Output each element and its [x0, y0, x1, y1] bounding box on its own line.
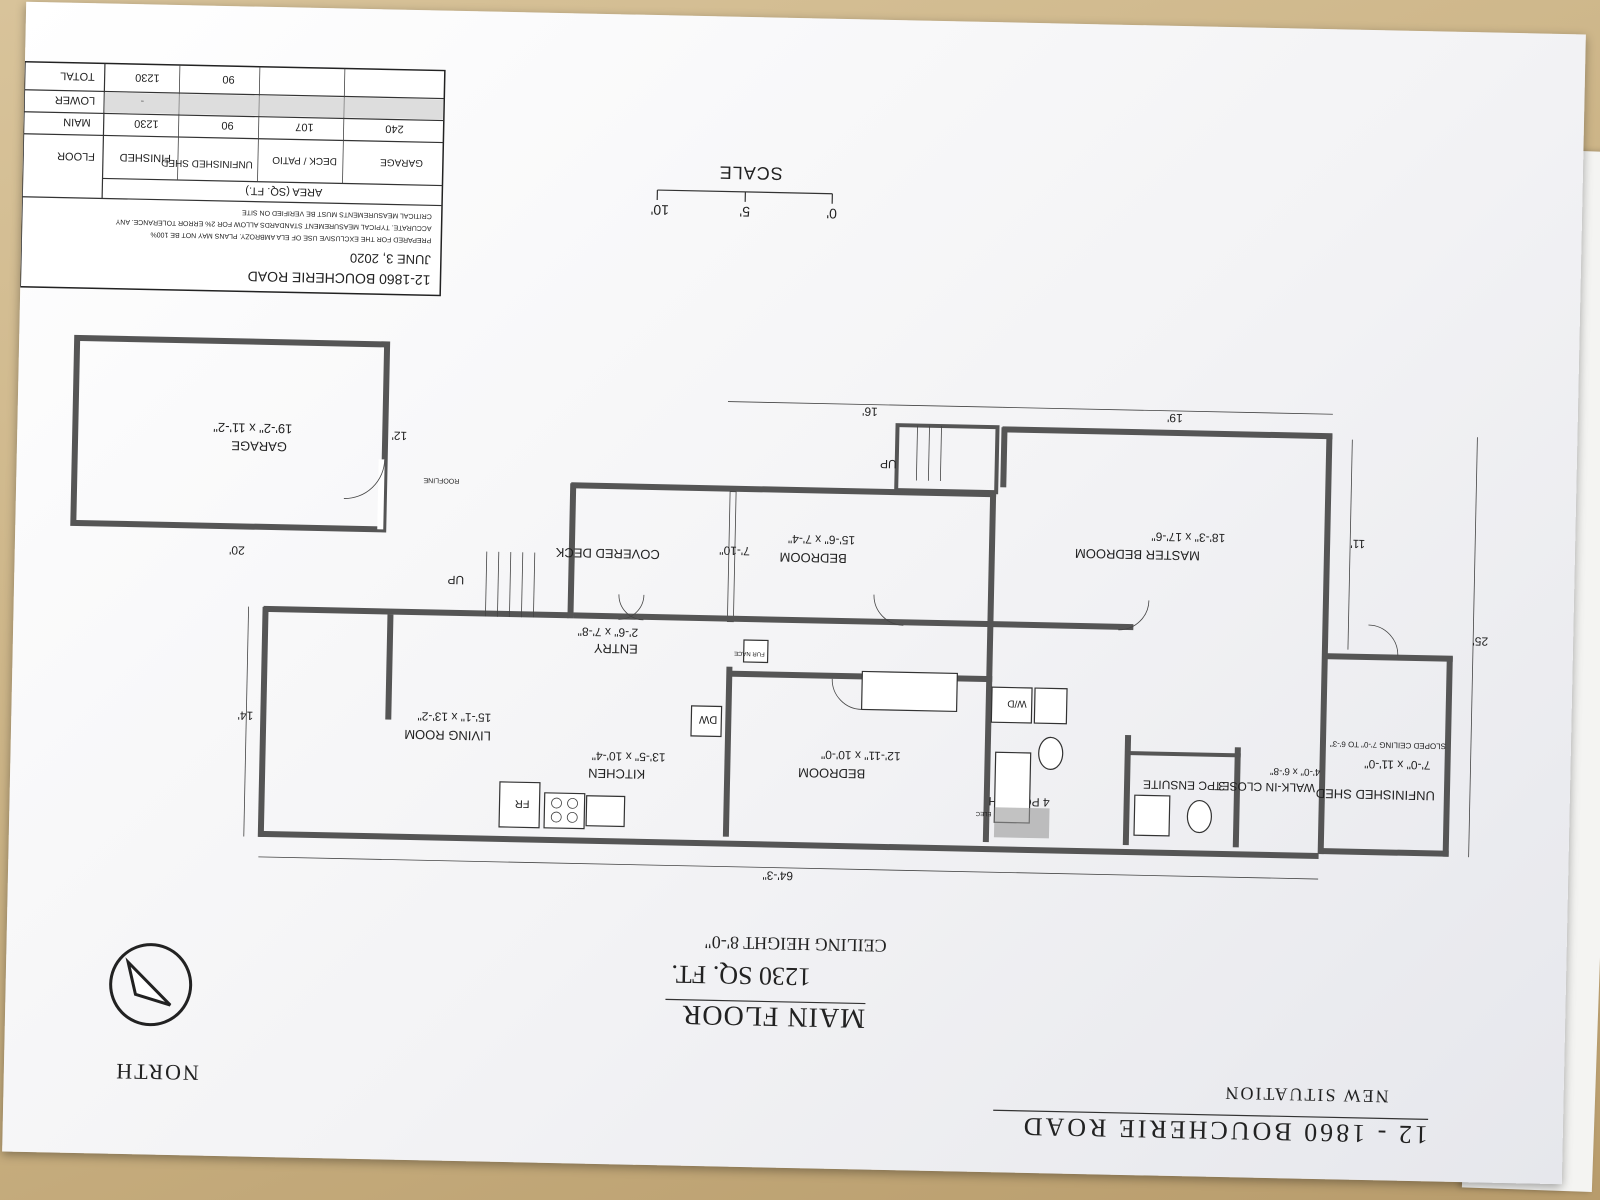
- footer-title: 12 - 1860 BOUCHERIE ROAD NEW SITUATION M…: [114, 932, 1429, 1150]
- svg-text:FUR NACE: FUR NACE: [734, 650, 765, 657]
- svg-text:20': 20': [229, 543, 245, 557]
- svg-text:FR: FR: [515, 797, 530, 809]
- svg-text:19'-2" x 11'-2": 19'-2" x 11'-2": [213, 420, 293, 437]
- svg-text:FLOOR: FLOOR: [57, 149, 95, 162]
- svg-text:16': 16': [862, 404, 878, 418]
- svg-text:240: 240: [385, 122, 404, 134]
- svg-text:15'-1" x 13'-2": 15'-1" x 13'-2": [417, 709, 491, 725]
- svg-text:UP: UP: [447, 573, 464, 587]
- floor-plan-svg: 12 - 1860 BOUCHERIE ROAD NEW SITUATION M…: [19, 61, 1488, 1150]
- title-address: 12-1860 BOUCHERIE ROAD: [247, 268, 430, 288]
- svg-text:WALK-IN CLOSET: WALK-IN CLOSET: [1213, 779, 1315, 795]
- house-walls: [257, 423, 1453, 860]
- stove-icon: [543, 792, 586, 830]
- svg-text:KITCHEN: KITCHEN: [588, 766, 645, 782]
- svg-text:UP: UP: [880, 457, 897, 471]
- svg-text:TOTAL: TOTAL: [60, 70, 95, 83]
- svg-text:UNFINISHED SHED: UNFINISHED SHED: [1316, 786, 1435, 803]
- svg-text:64'-3": 64'-3": [762, 868, 793, 883]
- total-area: 1230 SQ. FT.: [671, 960, 811, 992]
- fridge: [498, 781, 541, 829]
- svg-text:107: 107: [295, 120, 314, 132]
- svg-text:5': 5': [739, 204, 750, 220]
- svg-text:MASTER BEDROOM: MASTER BEDROOM: [1075, 546, 1200, 564]
- svg-text:COVERED DECK: COVERED DECK: [555, 545, 660, 562]
- svg-text:19': 19': [1167, 411, 1183, 425]
- svg-text:14': 14': [238, 708, 254, 722]
- svg-text:W/D: W/D: [1007, 697, 1027, 708]
- svg-text:3 PC ENSUITE: 3 PC ENSUITE: [1143, 777, 1225, 793]
- toilet-icon-ensuite: [1186, 799, 1213, 834]
- title-date: JUNE 3, 2020: [350, 251, 431, 268]
- svg-text:25': 25': [1472, 634, 1488, 648]
- dishwasher: [690, 705, 723, 738]
- svg-text:15'-6" x 7'-4": 15'-6" x 7'-4": [788, 532, 855, 547]
- svg-text:7'-10": 7'-10": [719, 543, 750, 558]
- svg-text:12': 12': [391, 429, 407, 443]
- svg-text:0': 0': [826, 206, 837, 222]
- svg-text:GARAGE: GARAGE: [231, 438, 287, 454]
- north-arrow-icon: [109, 943, 193, 1027]
- svg-text:2'-6" x 7'-8": 2'-6" x 7'-8": [578, 624, 639, 639]
- floor-plan-sheet: 12 - 1860 BOUCHERIE ROAD NEW SITUATION M…: [2, 1, 1586, 1185]
- svg-text:ENTRY: ENTRY: [593, 641, 637, 657]
- dimension-lines: 64'-3" 25' 11' 14' 19' 16' 7'-10": [238, 401, 1488, 883]
- shower-icon: [1133, 794, 1171, 837]
- scale-bar: SCALE 0' 5' 10': [651, 162, 838, 222]
- room-labels: COVERED DECK BEDROOM 15'-6" x 7'-4" MAST…: [404, 529, 1446, 809]
- svg-text:LOWER: LOWER: [55, 93, 96, 106]
- ceiling-height: CEILING HEIGHT 8'-0": [704, 932, 887, 956]
- svg-text:DECK / PATIO: DECK / PATIO: [272, 154, 337, 166]
- floor-plan-drawing: 12 - 1860 BOUCHERIE ROAD NEW SITUATION M…: [2, 2, 1586, 1184]
- footer-subtitle: NEW SITUATION: [1223, 1083, 1389, 1106]
- title-block: 12-1860 BOUCHERIE ROAD JUNE 3, 2020 PREP…: [19, 61, 446, 297]
- svg-text:MAIN: MAIN: [63, 116, 91, 129]
- svg-text:ROOFLINE: ROOFLINE: [423, 476, 459, 484]
- svg-text:LIVING ROOM: LIVING ROOM: [404, 727, 491, 744]
- svg-text:GARAGE: GARAGE: [380, 156, 423, 168]
- svg-text:1230: 1230: [134, 117, 159, 130]
- svg-text:BEDROOM: BEDROOM: [779, 550, 846, 566]
- svg-text:ELEC: ELEC: [975, 810, 991, 816]
- area-header: AREA (SQ. FT.): [245, 184, 322, 198]
- svg-text:CRITICAL MEASUREMENTS MUST BE: CRITICAL MEASUREMENTS MUST BE VERIFIED O…: [242, 208, 432, 219]
- fixtures: DW FR W/D ELEC FUR NACE UP UP: [447, 425, 1399, 839]
- svg-text:UNFINISHED SHED: UNFINISHED SHED: [161, 157, 253, 170]
- toilet-icon: [1038, 736, 1064, 771]
- svg-text:10': 10': [651, 202, 670, 218]
- svg-text:SLOPED CEILING 7'-0" TO 6'-3": SLOPED CEILING 7'-0" TO 6'-3": [1330, 739, 1446, 750]
- svg-text:7'-0" x 11'-0": 7'-0" x 11'-0": [1364, 757, 1431, 772]
- svg-text:FINISHED: FINISHED: [119, 151, 171, 164]
- north-label: NORTH: [114, 1059, 199, 1086]
- furnace: [742, 639, 769, 664]
- svg-text:12'-11" x 10'-0": 12'-11" x 10'-0": [821, 748, 901, 764]
- kitchen-island: [860, 670, 958, 713]
- svg-text:SCALE: SCALE: [719, 162, 783, 183]
- svg-text:11': 11': [1350, 537, 1365, 551]
- svg-text:18'-3" x 17'-6": 18'-3" x 17'-6": [1151, 529, 1225, 545]
- svg-text:BEDROOM: BEDROOM: [798, 765, 865, 781]
- washer-dryer: [990, 686, 1033, 724]
- footer-address: 12 - 1860 BOUCHERIE ROAD: [1020, 1112, 1428, 1150]
- svg-text:90: 90: [222, 73, 234, 85]
- svg-text:1230: 1230: [135, 71, 160, 84]
- svg-text:90: 90: [221, 119, 233, 131]
- svg-text:4'-0" x 6'-8": 4'-0" x 6'-8": [1269, 765, 1320, 777]
- main-floor-title: MAIN FLOOR: [681, 999, 865, 1034]
- sink-icon: [585, 795, 626, 828]
- svg-text:13'-5" x 10'-4": 13'-5" x 10'-4": [592, 749, 666, 765]
- svg-text:DW: DW: [698, 713, 717, 725]
- garage: GARAGE 19'-2" x 11'-2" 20' 12' ROOFLINE: [70, 334, 459, 557]
